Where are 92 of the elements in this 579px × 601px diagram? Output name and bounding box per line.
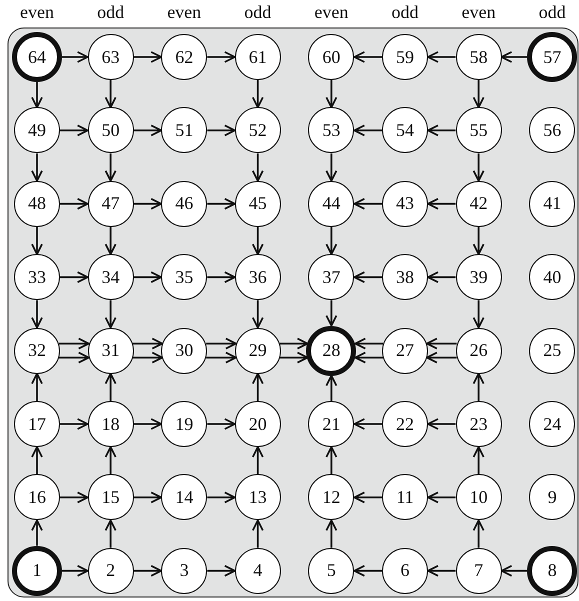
- arrow: [207, 51, 236, 63]
- arrow: [326, 80, 338, 108]
- arrow: [31, 300, 43, 328]
- arrow: [62, 564, 88, 577]
- column-parity-label: odd: [97, 2, 124, 23]
- arrow: [354, 51, 382, 63]
- arrow: [472, 520, 484, 548]
- arrow: [132, 352, 164, 364]
- arrow: [252, 446, 264, 474]
- arrow: [60, 271, 88, 284]
- arrow: [472, 372, 484, 401]
- arrow: [31, 520, 43, 546]
- arrow: [134, 124, 162, 136]
- arrow: [104, 300, 116, 328]
- arrow: [326, 226, 338, 256]
- arrow: [472, 226, 484, 256]
- arrow: [60, 418, 88, 430]
- arrow: [427, 271, 456, 284]
- arrow: [252, 226, 264, 256]
- arrow: [354, 271, 382, 284]
- arrow: [426, 338, 457, 350]
- arrow: [427, 51, 456, 63]
- arrow: [207, 564, 236, 577]
- arrow: [58, 338, 90, 350]
- arrow: [134, 492, 162, 504]
- arrow: [354, 338, 384, 350]
- arrow: [31, 153, 43, 182]
- arrow: [354, 352, 384, 364]
- arrow: [62, 51, 88, 63]
- arrow: [472, 153, 484, 182]
- arrow: [280, 338, 308, 350]
- arrow: [206, 352, 237, 364]
- column-parity-label: odd: [244, 2, 272, 23]
- column-parity-label: even: [167, 2, 202, 23]
- arrow: [326, 520, 338, 548]
- arrow: [134, 564, 162, 577]
- arrow: [426, 352, 457, 364]
- arrow: [354, 564, 382, 577]
- arrow: [104, 446, 116, 474]
- arrow: [472, 80, 484, 108]
- column-parity-label: odd: [538, 2, 566, 23]
- arrow: [427, 198, 456, 210]
- arrow: [252, 80, 264, 108]
- arrow: [104, 153, 116, 182]
- arrow: [252, 153, 264, 182]
- arrow: [252, 372, 264, 401]
- arrow: [207, 198, 236, 210]
- arrow: [104, 226, 116, 256]
- arrow: [326, 446, 338, 474]
- arrow: [60, 198, 88, 210]
- arrow: [500, 564, 528, 577]
- arrow: [354, 198, 382, 210]
- arrow: [354, 124, 382, 136]
- arrow: [31, 446, 43, 474]
- arrow: [500, 51, 528, 63]
- arrow: [60, 492, 88, 504]
- column-parity-label: even: [20, 2, 54, 23]
- arrow: [326, 153, 338, 182]
- arrow: [280, 352, 308, 364]
- arrow: [104, 520, 116, 548]
- column-parity-label: even: [314, 2, 348, 23]
- arrow: [134, 271, 162, 284]
- arrow: [134, 51, 162, 63]
- arrow: [427, 564, 456, 577]
- column-parity-label: odd: [392, 2, 418, 23]
- column-parity-label: even: [462, 2, 496, 23]
- arrow: [134, 418, 162, 430]
- arrow: [252, 300, 264, 328]
- arrow: [472, 300, 484, 328]
- arrow: [252, 520, 264, 548]
- arrow: [427, 418, 456, 430]
- arrow: [134, 198, 162, 210]
- arrow: [104, 80, 116, 108]
- arrow: [31, 226, 43, 256]
- arrow: [207, 492, 236, 504]
- arrow: [207, 418, 236, 430]
- arrow: [354, 418, 382, 430]
- arrow: [58, 352, 90, 364]
- arrow: [31, 372, 43, 401]
- arrow: [104, 372, 116, 401]
- arrow: [207, 124, 236, 136]
- arrow: [60, 124, 88, 136]
- arrow: [472, 446, 484, 474]
- arrow: [326, 300, 338, 326]
- arrow: [206, 338, 237, 350]
- arrow: [132, 338, 164, 350]
- arrow: [326, 374, 338, 401]
- arrow: [354, 492, 382, 504]
- arrow: [207, 271, 236, 284]
- arrow: [31, 82, 43, 108]
- arrow: [427, 492, 456, 504]
- arrow: [427, 124, 456, 136]
